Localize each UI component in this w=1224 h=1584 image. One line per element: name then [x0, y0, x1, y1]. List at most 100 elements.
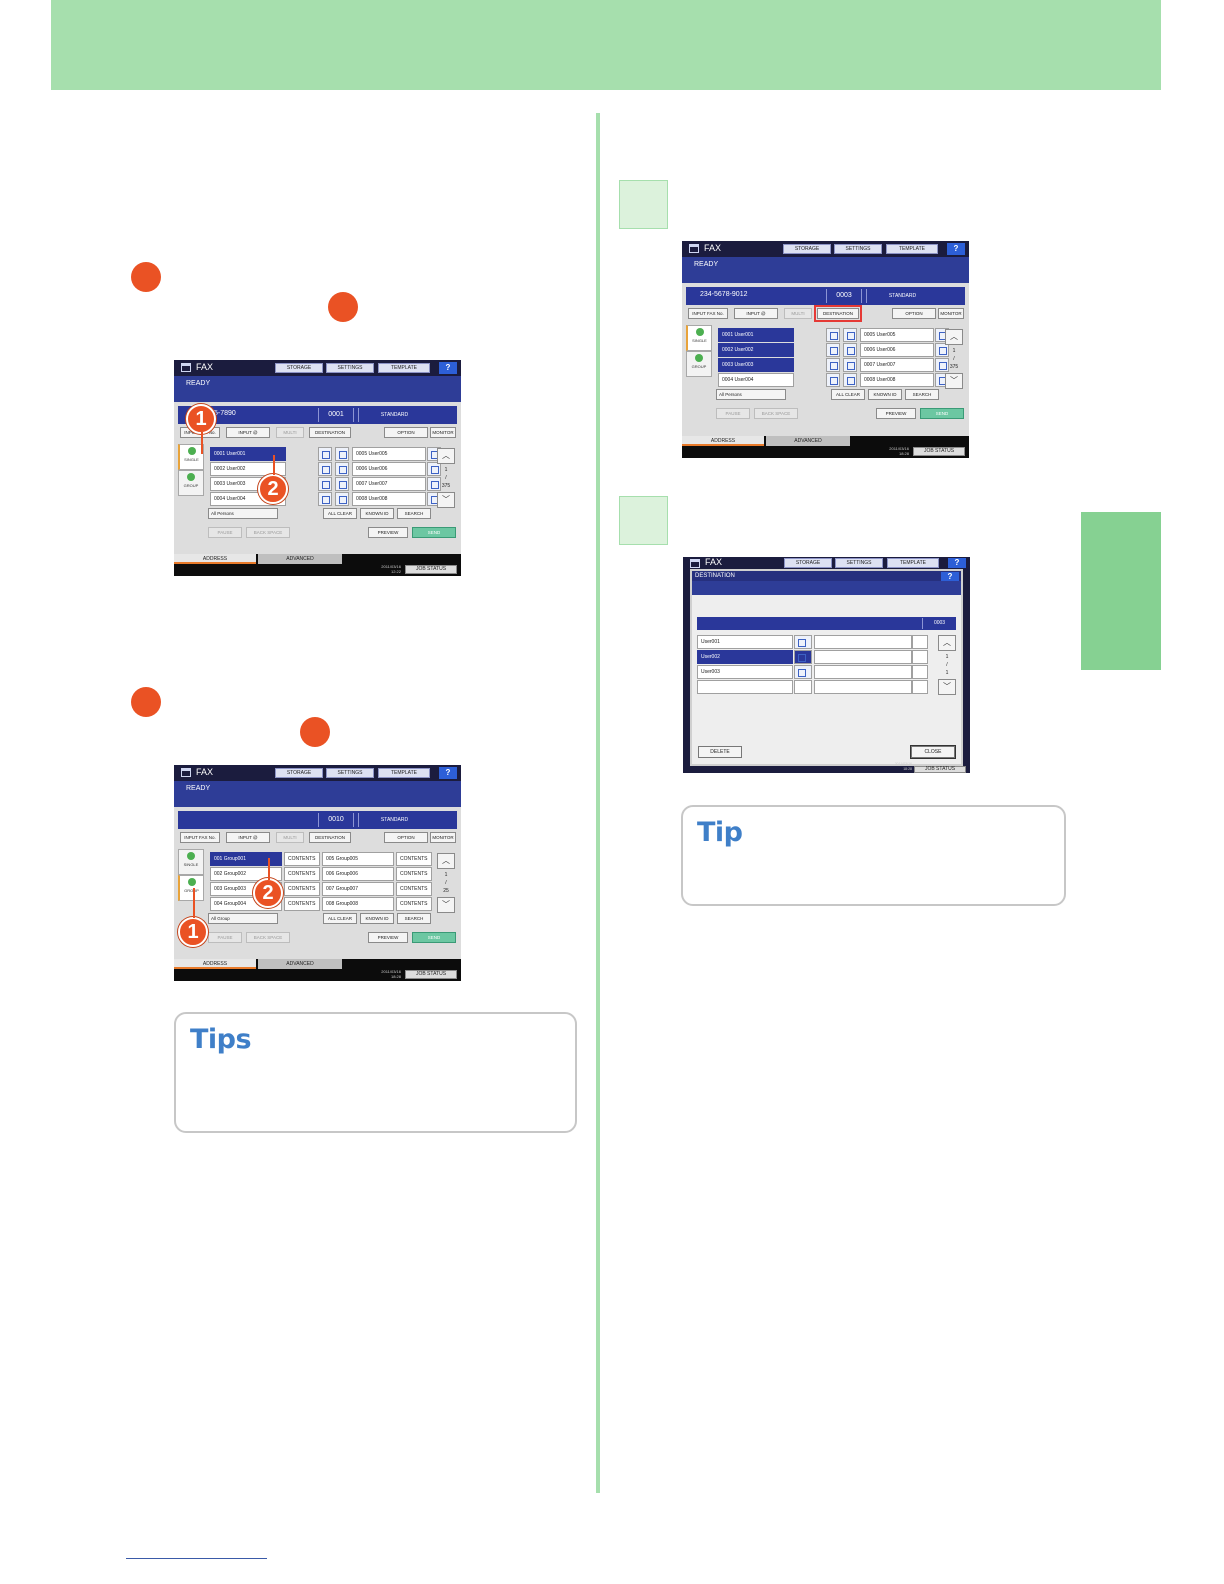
multi-button[interactable]: MULTI [784, 308, 812, 319]
group-tab[interactable]: GROUP [178, 875, 204, 901]
tab-advanced[interactable]: ADVANCED [766, 436, 850, 446]
option-button[interactable]: OPTION [892, 308, 936, 319]
scroll-up-icon[interactable]: ︿ [938, 635, 956, 651]
resolution-standard[interactable]: STANDARD [358, 408, 430, 422]
filter-select[interactable]: All Group [208, 913, 278, 924]
option-button[interactable]: OPTION [384, 427, 428, 438]
send-button[interactable]: SEND [412, 527, 456, 538]
address-entry[interactable]: 0005 User005 [352, 447, 426, 461]
contents-button[interactable]: CONTENTS [396, 882, 432, 896]
group-entry[interactable]: 008 Group008 [322, 897, 394, 911]
address-entry[interactable]: 0006 User006 [352, 462, 426, 476]
help-icon[interactable]: ? [947, 243, 965, 255]
job-status-button[interactable]: JOB STATUS [913, 447, 965, 456]
address-entry[interactable]: 0002 User002 [210, 462, 286, 476]
close-button[interactable]: CLOSE [910, 745, 956, 759]
contents-button[interactable]: CONTENTS [284, 867, 320, 881]
group-tab[interactable]: GROUP [686, 351, 712, 377]
all-clear-button[interactable]: ALL CLEAR [323, 913, 357, 924]
multi-button[interactable]: MULTI [276, 427, 304, 438]
scroll-down-icon[interactable]: ﹀ [945, 373, 963, 389]
filter-select[interactable]: All Persons [716, 389, 786, 400]
address-entry[interactable]: 0001 User001 [210, 447, 286, 461]
address-entry[interactable]: 0007 User007 [352, 477, 426, 491]
settings-button[interactable]: SETTINGS [834, 244, 882, 254]
back-space-button[interactable]: BACK SPACE [246, 527, 290, 538]
input-fax-number-button[interactable]: INPUT FAX No. [688, 308, 728, 319]
contents-button[interactable]: CONTENTS [396, 897, 432, 911]
back-space-button[interactable]: BACK SPACE [754, 408, 798, 419]
single-tab[interactable]: SINGLE [178, 444, 204, 470]
address-entry[interactable]: 0003 User003 [718, 358, 794, 372]
scroll-down-icon[interactable]: ﹀ [437, 492, 455, 508]
help-icon[interactable]: ? [948, 558, 966, 568]
all-clear-button[interactable]: ALL CLEAR [831, 389, 865, 400]
pause-button[interactable]: PAUSE [716, 408, 750, 419]
list-item[interactable] [697, 680, 931, 694]
settings-button[interactable]: SETTINGS [835, 558, 883, 568]
monitor-button[interactable]: MONITOR [938, 308, 964, 319]
preview-button[interactable]: PREVIEW [876, 408, 916, 419]
option-button[interactable]: OPTION [384, 832, 428, 843]
storage-button[interactable]: STORAGE [784, 558, 832, 568]
tab-address[interactable]: ADDRESS [174, 554, 256, 564]
destination-button[interactable]: DESTINATION [309, 832, 351, 843]
job-status-button[interactable]: JOB STATUS [914, 766, 966, 773]
template-button[interactable]: TEMPLATE [378, 363, 430, 373]
multi-button[interactable]: MULTI [276, 832, 304, 843]
input-email-button[interactable]: INPUT @ [226, 832, 270, 843]
group-entry[interactable]: 001 Group001 [210, 852, 282, 866]
tab-address[interactable]: ADDRESS [174, 959, 256, 969]
contents-button[interactable]: CONTENTS [284, 882, 320, 896]
address-entry[interactable]: 0008 User008 [860, 373, 934, 387]
address-entry[interactable]: 0004 User004 [718, 373, 794, 387]
input-email-button[interactable]: INPUT @ [226, 427, 270, 438]
group-entry[interactable]: 006 Group006 [322, 867, 394, 881]
scroll-down-icon[interactable]: ﹀ [437, 897, 455, 913]
template-button[interactable]: TEMPLATE [887, 558, 939, 568]
pause-button[interactable]: PAUSE [208, 527, 242, 538]
destination-entry[interactable] [697, 680, 793, 694]
preview-button[interactable]: PREVIEW [368, 527, 408, 538]
resolution-standard[interactable]: STANDARD [358, 813, 430, 827]
address-entry[interactable]: 0008 User008 [352, 492, 426, 506]
contents-button[interactable]: CONTENTS [284, 897, 320, 911]
settings-button[interactable]: SETTINGS [326, 768, 374, 778]
destination-button[interactable]: DESTINATION [309, 427, 351, 438]
scroll-up-icon[interactable]: ︿ [437, 448, 455, 464]
resolution-standard[interactable]: STANDARD [866, 289, 938, 303]
single-tab[interactable]: SINGLE [178, 849, 204, 875]
destination-button[interactable]: DESTINATION [814, 305, 862, 322]
group-tab[interactable]: GROUP [178, 470, 204, 496]
list-item[interactable]: User003 [697, 665, 931, 679]
destination-entry[interactable]: User002 [697, 650, 793, 664]
template-button[interactable]: TEMPLATE [378, 768, 430, 778]
help-icon[interactable]: ? [439, 362, 457, 374]
group-entry[interactable]: 002 Group002 [210, 867, 282, 881]
tab-advanced[interactable]: ADVANCED [258, 959, 342, 969]
list-item[interactable]: User002 [697, 650, 931, 664]
help-icon[interactable]: ? [941, 572, 959, 581]
address-entry[interactable]: 0002 User002 [718, 343, 794, 357]
scroll-down-icon[interactable]: ﹀ [938, 679, 956, 695]
known-id-button[interactable]: KNOWN ID [360, 508, 394, 519]
tab-advanced[interactable]: ADVANCED [258, 554, 342, 564]
input-fax-number-button[interactable]: INPUT FAX No. [180, 832, 220, 843]
storage-button[interactable]: STORAGE [275, 768, 323, 778]
all-clear-button[interactable]: ALL CLEAR [323, 508, 357, 519]
help-icon[interactable]: ? [439, 767, 457, 779]
job-status-button[interactable]: JOB STATUS [405, 970, 457, 979]
group-entry[interactable]: 007 Group007 [322, 882, 394, 896]
list-item[interactable]: User001 [697, 635, 931, 649]
monitor-button[interactable]: MONITOR [430, 832, 456, 843]
address-entry[interactable]: 0001 User001 [718, 328, 794, 342]
contents-button[interactable]: CONTENTS [396, 852, 432, 866]
template-button[interactable]: TEMPLATE [886, 244, 938, 254]
known-id-button[interactable]: KNOWN ID [360, 913, 394, 924]
known-id-button[interactable]: KNOWN ID [868, 389, 902, 400]
scroll-up-icon[interactable]: ︿ [437, 853, 455, 869]
destination-entry[interactable]: User003 [697, 665, 793, 679]
address-entry[interactable]: 0005 User005 [860, 328, 934, 342]
contents-button[interactable]: CONTENTS [284, 852, 320, 866]
job-status-button[interactable]: JOB STATUS [405, 565, 457, 574]
